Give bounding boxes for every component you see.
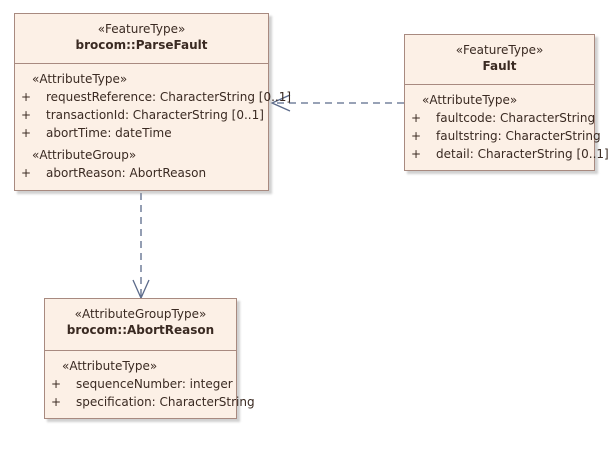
class-parsefault[interactable]: «FeatureType» brocom::ParseFault «Attrib… bbox=[14, 13, 291, 191]
class-fault-stereotype: «FeatureType» bbox=[455, 43, 544, 57]
visibility-marker: + bbox=[411, 111, 422, 125]
class-parsefault-body: «AttributeType» + requestReference: Char… bbox=[15, 64, 291, 182]
class-fault-body: «AttributeType» + faultcode: CharacterSt… bbox=[405, 85, 608, 163]
parsefault-group-section-label: «AttributeGroup» bbox=[32, 148, 137, 162]
class-abortreason-body: «AttributeType» + sequenceNumber: intege… bbox=[45, 351, 255, 411]
class-abortreason-name: brocom::AbortReason bbox=[66, 323, 215, 337]
visibility-marker: + bbox=[21, 108, 32, 122]
class-parsefault-name: brocom::ParseFault bbox=[75, 38, 208, 52]
attribute-text: requestReference: CharacterString [0..1] bbox=[46, 90, 292, 104]
parsefault-attribute-section-label: «AttributeType» bbox=[32, 72, 128, 86]
attribute-row[interactable]: + requestReference: CharacterString [0..… bbox=[15, 88, 291, 106]
visibility-marker: + bbox=[411, 147, 422, 161]
class-abortreason[interactable]: «AttributeGroupType» brocom::AbortReason… bbox=[44, 298, 255, 419]
attribute-row[interactable]: + detail: CharacterString [0..1] bbox=[405, 145, 608, 163]
attribute-text: detail: CharacterString [0..1] bbox=[436, 147, 608, 161]
attribute-text: specification: CharacterString bbox=[76, 395, 255, 409]
class-fault-name: Fault bbox=[482, 59, 517, 73]
attribute-text: abortReason: AbortReason bbox=[46, 166, 207, 180]
visibility-marker: + bbox=[411, 129, 422, 143]
attribute-group-row[interactable]: + abortReason: AbortReason bbox=[15, 164, 268, 182]
attribute-row[interactable]: + specification: CharacterString bbox=[45, 393, 255, 411]
visibility-marker: + bbox=[21, 90, 32, 104]
class-parsefault-header: «FeatureType» brocom::ParseFault bbox=[15, 14, 268, 64]
class-fault[interactable]: «FeatureType» Fault «AttributeType» + fa… bbox=[404, 34, 608, 171]
class-parsefault-stereotype: «FeatureType» bbox=[97, 22, 186, 36]
class-fault-header: «FeatureType» Fault bbox=[405, 35, 594, 85]
dependency-arrowhead-parsefault bbox=[270, 94, 291, 112]
attribute-text: abortTime: dateTime bbox=[46, 126, 172, 140]
attribute-text: faultstring: CharacterString bbox=[436, 129, 601, 143]
class-abortreason-header: «AttributeGroupType» brocom::AbortReason bbox=[45, 299, 236, 351]
abortreason-attribute-section-label: «AttributeType» bbox=[62, 359, 158, 373]
attribute-text: faultcode: CharacterString bbox=[436, 111, 596, 125]
attribute-row[interactable]: + faultcode: CharacterString bbox=[405, 109, 596, 127]
attribute-row[interactable]: + abortTime: dateTime bbox=[15, 124, 268, 142]
visibility-marker: + bbox=[21, 166, 32, 180]
visibility-marker: + bbox=[51, 377, 62, 391]
attribute-text: transactionId: CharacterString [0..1] bbox=[46, 108, 264, 122]
visibility-marker: + bbox=[51, 395, 62, 409]
attribute-text: sequenceNumber: integer bbox=[76, 377, 233, 391]
attribute-row[interactable]: + transactionId: CharacterString [0..1] bbox=[15, 106, 268, 124]
attribute-row[interactable]: + faultstring: CharacterString bbox=[405, 127, 601, 145]
visibility-marker: + bbox=[21, 126, 32, 140]
attribute-row[interactable]: + sequenceNumber: integer bbox=[45, 375, 236, 393]
class-abortreason-stereotype: «AttributeGroupType» bbox=[74, 307, 207, 321]
fault-attribute-section-label: «AttributeType» bbox=[422, 93, 518, 107]
